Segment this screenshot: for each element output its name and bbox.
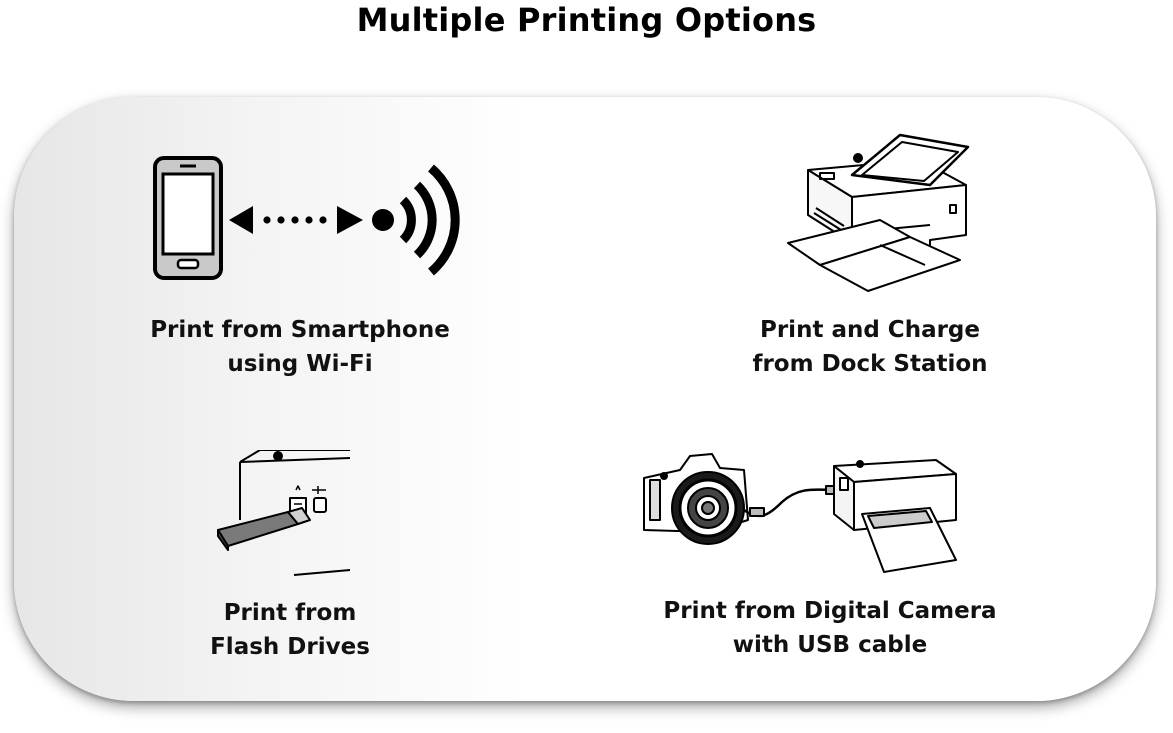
caption-line-2: from Dock Station (752, 351, 988, 377)
option-caption: Print from Smartphone using Wi-Fi (120, 313, 480, 381)
page-title: Multiple Printing Options (356, 1, 817, 39)
caption-line-1: Print from Smartphone (150, 317, 450, 343)
caption-line-2: with USB cable (732, 632, 928, 658)
caption-line-1: Print and Charge (759, 317, 980, 343)
option-caption: Print from Digital Camera with USB cable (650, 594, 1010, 662)
caption-line-1: Print from Digital Camera (663, 598, 997, 624)
caption-line-2: Flash Drives (210, 634, 370, 660)
camera-usb-printer-icon (643, 453, 957, 573)
flash-drive-icon (217, 450, 351, 576)
caption-line-2: using Wi-Fi (227, 351, 373, 377)
dock-station-printer-icon (787, 133, 970, 292)
option-caption: Print and Charge from Dock Station (700, 313, 1040, 381)
option-caption: Print from Flash Drives (140, 596, 440, 664)
smartphone-wifi-icon (153, 156, 460, 280)
caption-line-1: Print from (223, 600, 357, 626)
